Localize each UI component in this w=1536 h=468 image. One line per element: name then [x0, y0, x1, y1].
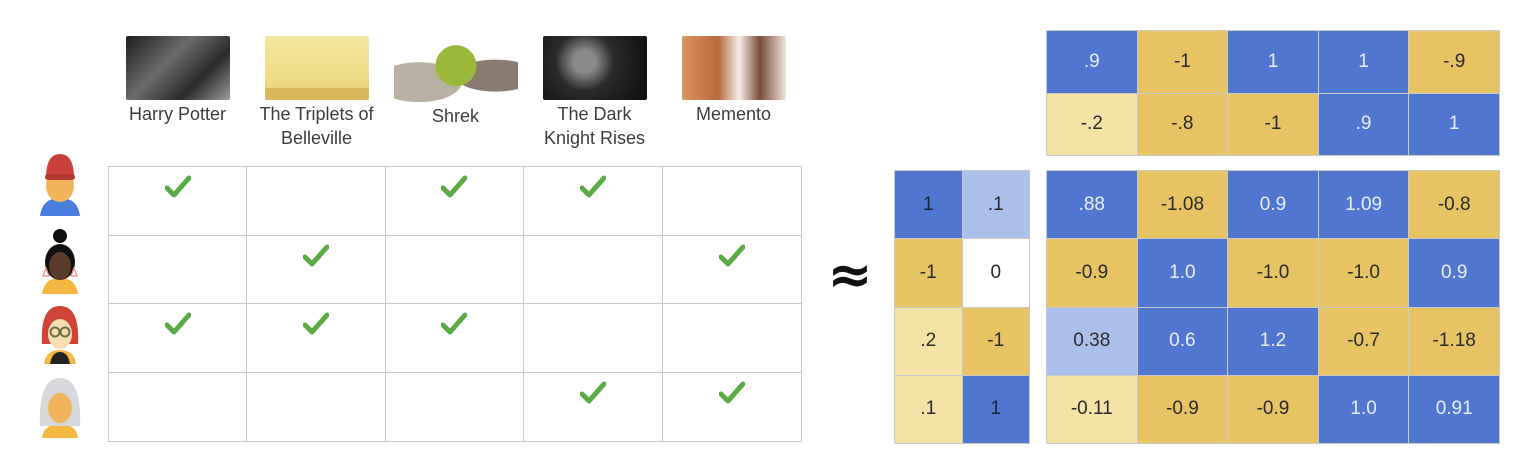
predicted-rating-cell: 1.09 [1318, 171, 1409, 239]
memento-poster-image [681, 36, 786, 100]
predicted-rating-cell: -0.8 [1409, 171, 1499, 239]
predicted-rating-cell: 1.2 [1228, 307, 1318, 375]
item-embedding-cell: -1 [1137, 31, 1228, 93]
feedback-cell [662, 167, 801, 236]
feedback-cell [386, 372, 525, 441]
feedback-cell [109, 304, 248, 373]
predicted-rating-cell: 0.9 [1409, 239, 1499, 307]
feedback-cell [524, 167, 663, 236]
predicted-rating-cell: -1.18 [1409, 307, 1499, 375]
checkmark-icon [164, 312, 192, 341]
user-embedding-cell: 0 [962, 239, 1029, 307]
checkmark-icon [579, 381, 607, 410]
movie-title: Memento [695, 104, 772, 124]
movie-title: The Dark Knight Rises [543, 104, 646, 148]
item-embedding-cell: 1 [1318, 31, 1409, 93]
item-embedding-cell: -1 [1228, 93, 1318, 155]
harry-potter-poster-image [125, 36, 230, 100]
feedback-cell [247, 235, 386, 304]
user-dark-hair-bun-avatar [34, 228, 86, 294]
user-gray-hair-avatar [34, 372, 86, 438]
checkmark-icon [164, 175, 192, 204]
shrek-poster-image [393, 36, 518, 102]
checkmark-icon [440, 175, 468, 204]
feedback-cell [524, 372, 663, 441]
predicted-rating-cell: 1.0 [1318, 375, 1409, 443]
checkmark-icon [302, 312, 330, 341]
movie-column-header: The Triplets of Belleville [247, 36, 386, 150]
feedback-cell [247, 167, 386, 236]
checkmark-icon [302, 244, 330, 273]
predicted-rating-cell: -0.9 [1228, 375, 1318, 443]
predicted-rating-cell: 1.0 [1137, 239, 1228, 307]
user-item-feedback-matrix [108, 166, 802, 442]
movie-column-header: The Dark Knight Rises [525, 36, 664, 150]
predicted-rating-cell: -1.0 [1228, 239, 1318, 307]
predicted-rating-cell: -0.7 [1318, 307, 1409, 375]
predicted-rating-cell: -1.08 [1137, 171, 1228, 239]
user-embedding-cell: .1 [962, 171, 1029, 239]
feedback-cell [662, 236, 801, 304]
feedback-cell [247, 372, 386, 441]
feedback-cell [662, 304, 801, 373]
predicted-rating-cell: -1.0 [1318, 239, 1409, 307]
feedback-cell [247, 304, 386, 373]
triplets-poster-image [264, 36, 369, 100]
user-red-hair-glasses-avatar [34, 298, 86, 364]
item-embedding-cell: .9 [1047, 31, 1137, 93]
feedback-cell [385, 304, 525, 373]
checkmark-icon [579, 175, 607, 204]
predicted-rating-cell: 0.91 [1409, 375, 1499, 443]
item-embedding-cell: -.9 [1409, 31, 1499, 93]
feedback-cell [109, 235, 248, 304]
feedback-cell [385, 167, 525, 236]
feedback-cell [385, 235, 525, 304]
movie-column-header: Harry Potter [108, 36, 247, 126]
user-embedding-cell: -1 [895, 239, 962, 307]
movie-title: Shrek [431, 106, 480, 126]
checkmark-icon [718, 381, 746, 410]
approximately-equal-symbol: ≈ [827, 243, 873, 306]
movie-column-header: Shrek [386, 36, 525, 128]
item-embedding-cell: 1 [1228, 31, 1318, 93]
predicted-rating-cell: 0.9 [1228, 171, 1318, 239]
predicted-rating-cell: 0.38 [1047, 307, 1137, 375]
user-red-beanie-avatar [34, 150, 86, 216]
feedback-cell [109, 167, 248, 236]
user-embedding-cell: .1 [895, 375, 962, 443]
dark-knight-poster-image [542, 36, 647, 100]
movie-title: Harry Potter [128, 104, 227, 124]
user-embedding-cell: .2 [895, 307, 962, 375]
item-embedding-cell: -.2 [1047, 93, 1137, 155]
item-embedding-cell: -.8 [1137, 93, 1228, 155]
item-embedding-cell: .9 [1318, 93, 1409, 155]
user-embedding-cell: -1 [962, 307, 1029, 375]
feedback-cell [524, 304, 663, 373]
feedback-cell [109, 372, 248, 441]
predicted-rating-cell: -0.9 [1137, 375, 1228, 443]
movie-column-header: Memento [664, 36, 803, 126]
feedback-cell [663, 373, 801, 442]
feedback-cell [524, 235, 663, 304]
predicted-rating-cell: -0.9 [1047, 239, 1137, 307]
movie-title: The Triplets of Belleville [259, 104, 374, 148]
predicted-rating-cell: .88 [1047, 171, 1137, 239]
predicted-rating-cell: -0.11 [1047, 375, 1137, 443]
predicted-rating-cell: 0.6 [1137, 307, 1228, 375]
user-embedding-cell: 1 [962, 375, 1029, 443]
item-embedding-cell: 1 [1409, 93, 1499, 155]
checkmark-icon [440, 312, 468, 341]
checkmark-icon [718, 244, 746, 273]
user-embedding-cell: 1 [895, 171, 962, 239]
